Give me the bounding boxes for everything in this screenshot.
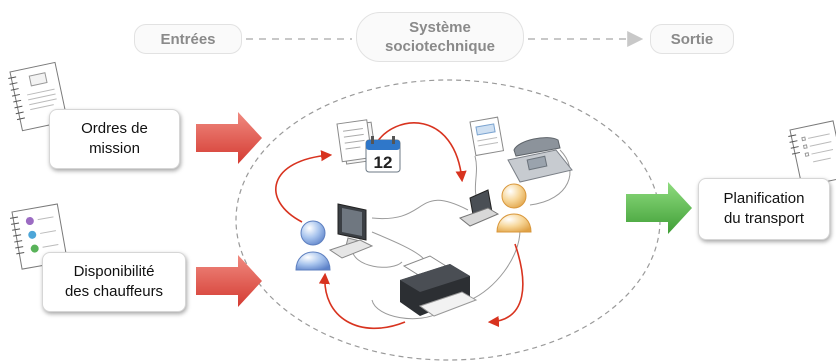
system-header-text: Système sociotechnique: [384, 19, 496, 55]
output-box-label: Planification du transport: [723, 190, 805, 227]
user-blue-icon: [295, 220, 331, 271]
output-header-label: Sortie: [650, 24, 734, 54]
document-small-icon: [469, 116, 505, 157]
printer-icon: [400, 255, 478, 317]
process-flow-arrows: [275, 122, 524, 330]
user-orange-icon: [496, 183, 532, 233]
input-box-driver-availability: Disponibilité des chauffeurs: [42, 252, 186, 312]
calendar-icon: 12: [365, 136, 401, 173]
telephone-icon: [507, 137, 573, 183]
input-box-mission-orders: Ordres de mission: [49, 109, 180, 169]
output-arrow: [626, 182, 692, 234]
computer-monitor-icon: [328, 203, 374, 259]
inputs-header-label: Entrées: [134, 24, 242, 54]
output-box-transport-planning: Planification du transport: [698, 178, 830, 240]
calendar-day: 12: [374, 153, 393, 172]
laptop-icon: [458, 189, 500, 227]
input-arrow-top: [196, 112, 262, 164]
input-arrow-bottom: [196, 255, 262, 307]
output-header-text: Sortie: [670, 30, 714, 48]
input-box-label: Ordres de mission: [81, 120, 148, 157]
input-box-label: Disponibilité des chauffeurs: [64, 263, 164, 300]
inputs-header-text: Entrées: [160, 30, 216, 48]
system-header-label: Système sociotechnique: [356, 12, 524, 62]
